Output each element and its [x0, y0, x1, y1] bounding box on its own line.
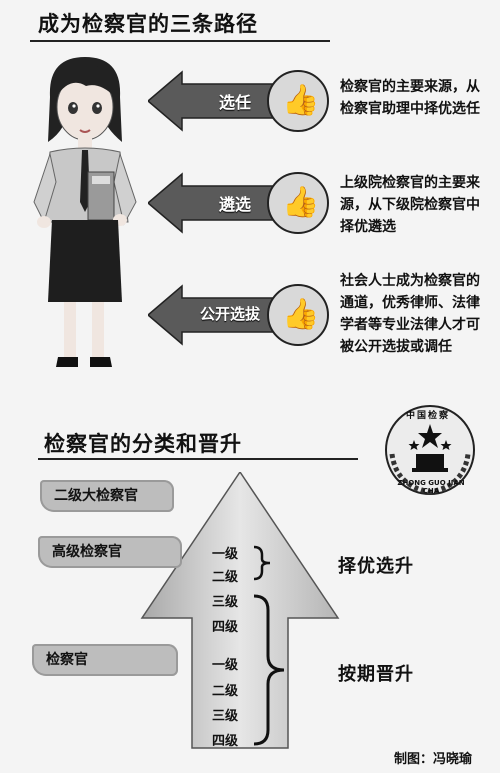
- category-prosecutor: 检察官: [32, 644, 178, 676]
- category-grade-2-grand: 二级大检察官: [40, 480, 174, 512]
- arrow-1: [148, 70, 329, 132]
- brace-merit: [253, 545, 271, 581]
- path-label-selection: 选任: [218, 93, 251, 112]
- brace-scheduled: [253, 594, 285, 746]
- grade-senior-4: 四级: [212, 620, 239, 635]
- emblem-top-text: 中国检察: [406, 411, 451, 421]
- grade-senior-1: 一级: [212, 547, 239, 562]
- grade-prosecutor-4: 四级: [212, 734, 239, 749]
- path-desc-2: 上级院检察官的主要来源，从下级院检察官中择优遴选: [340, 175, 480, 235]
- thumbs-up-icon: 👍: [282, 83, 320, 118]
- emblem-bottom-text: ZHONG GUO JIAN CHA: [397, 479, 465, 495]
- section-title-promotion: 检察官的分类和晋升: [44, 432, 242, 456]
- arrow-2: [148, 172, 329, 234]
- grade-senior-2: 二级: [212, 570, 239, 585]
- grade-prosecutor-1: 一级: [212, 658, 239, 673]
- path-desc-1: 检察官的主要来源，从检察官助理中择优选任: [340, 79, 480, 117]
- grade-senior-3: 三级: [212, 595, 239, 610]
- prosecutor-illustration: [33, 57, 137, 367]
- label-merit-promotion: 择优选升: [338, 556, 414, 577]
- arrow-3: [148, 284, 329, 346]
- title-underline: [30, 40, 330, 42]
- thumbs-up-icon: 👍: [282, 185, 320, 220]
- credit: 制图：冯晓瑜: [394, 752, 473, 767]
- grade-prosecutor-3: 三级: [212, 709, 239, 724]
- promotion-arrow: [140, 472, 340, 749]
- grade-prosecutor-2: 二级: [212, 684, 239, 699]
- label-scheduled-promotion: 按期晋升: [338, 664, 414, 685]
- path-desc-3: 社会人士成为检察官的通道，优秀律师、法律学者等专业法律人才可被公开选拔或调任: [340, 273, 480, 355]
- title-underline-2: [38, 458, 358, 460]
- procuratorate-emblem: [385, 405, 475, 495]
- category-senior: 高级检察官: [38, 536, 182, 568]
- section-title-paths: 成为检察官的三条路径: [38, 12, 258, 36]
- path-label-open-selection: 公开选拔: [199, 305, 260, 323]
- path-label-transfer: 遴选: [218, 195, 251, 214]
- thumbs-up-icon: 👍: [282, 297, 320, 332]
